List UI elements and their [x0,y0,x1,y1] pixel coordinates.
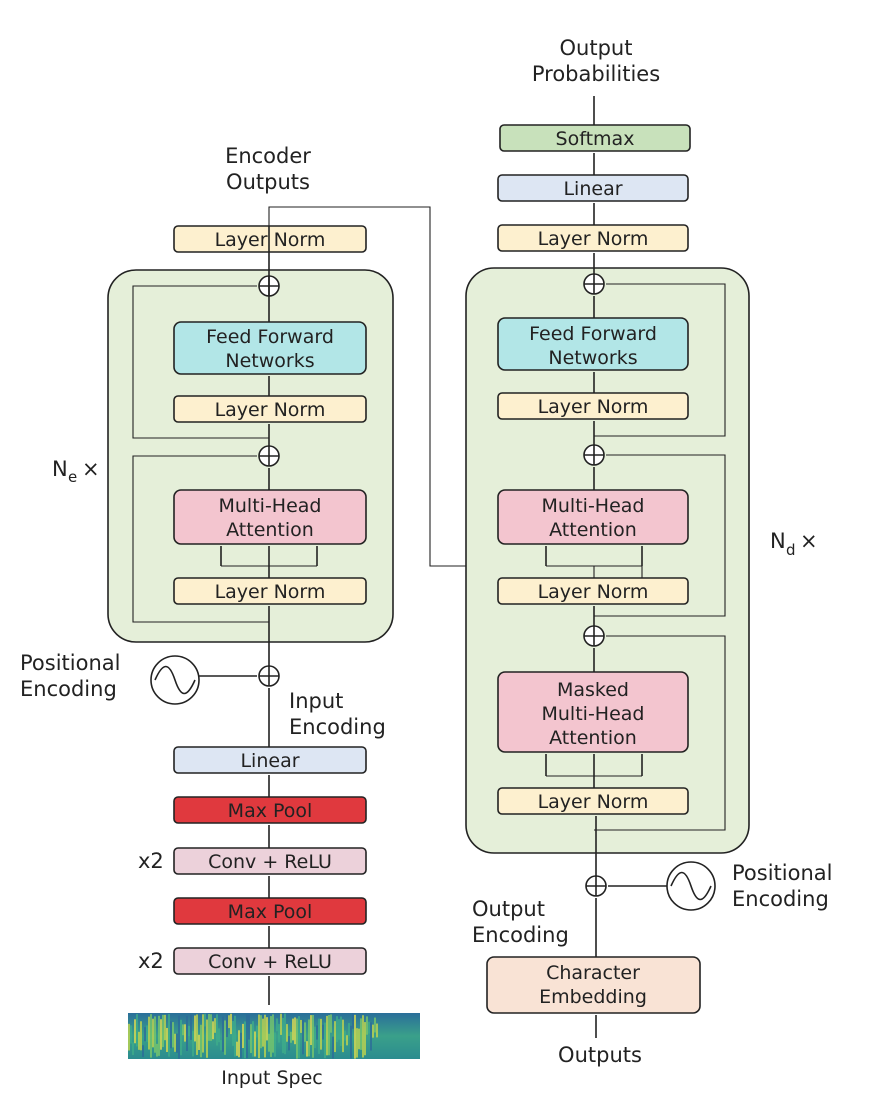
decoder-output-encoding-label-2: Encoding [472,923,569,947]
decoder-layer-norm-bottom-label: Layer Norm [538,791,649,813]
encoder-layer-norm-mid [173,395,367,423]
encoder-add-mid-icon [258,445,280,467]
decoder-attention-label-2: Attention [549,519,637,541]
encoder-positional-label-2: Encoding [20,677,117,701]
decoder-embedding-label-2: Embedding [539,986,647,1008]
encoder-linear-label: Linear [240,750,299,772]
encoder-repeat-sub: e [68,468,77,486]
decoder-add-mid-icon [583,444,605,466]
encoder-layer-norm-top [173,225,367,253]
decoder-masked-label-2: Multi-Head [542,703,645,725]
decoder-layer-norm-bottom [497,787,689,815]
decoder-feed-forward [497,317,689,371]
encoder-multi-head-attention [173,489,367,545]
decoder-output-encoding-label: Output [472,897,545,921]
encoder-conv-relu-top [173,847,367,875]
encoder-feed-forward [173,321,367,375]
decoder-layer-norm-top [497,224,689,252]
decoder-linear-label: Linear [563,178,622,200]
decoder-feed-forward-label: Feed Forward [529,323,657,345]
encoder-layer-norm-bottom [173,577,367,605]
encoder-layer-norm-top-label: Layer Norm [215,229,326,251]
decoder-linear [497,174,689,202]
decoder-mha-inputs [545,546,643,578]
decoder-positional-label-2: Encoding [732,887,829,911]
encoder-sine-wave-icon [150,655,200,705]
input-spectrogram-image [128,1013,420,1059]
encoder-attention-label-2: Attention [226,519,314,541]
decoder-repeat-label: N [770,529,786,553]
encoder-add-input-icon [258,665,280,687]
encoder-linear [173,746,367,774]
decoder-layer-norm-mha-label: Layer Norm [538,581,649,603]
encoder-feed-forward-label-2: Networks [225,350,314,372]
encoder-connections [132,226,318,623]
decoder-feed-forward-label-2: Networks [548,347,637,369]
decoder-masked-label-3: Attention [549,727,637,749]
decoder-attention-label: Multi-Head [542,495,645,517]
decoder-layer-norm-top-label: Layer Norm [538,228,649,250]
decoder-masked-attention [497,671,689,753]
encoder-attention-label: Multi-Head [219,495,322,517]
decoder-add-low-icon [583,625,605,647]
encoder-max-pool-bottom-label: Max Pool [228,901,313,923]
encoder-conv-relu-bottom [173,947,367,975]
output-probabilities-label: Output [560,36,633,60]
decoder-outputs-label: Outputs [558,1043,642,1067]
encoder-max-pool-top [173,796,367,824]
decoder-softmax-label: Softmax [556,128,635,150]
decoder-multi-head-attention [497,489,689,545]
decoder-masked-inputs [545,754,643,788]
encoder-input-encoding-label: Input [289,689,343,713]
encoder-outputs-label: Encoder [225,144,311,168]
decoder-repeat-times: × [800,529,818,553]
encoder-layer-norm-mid-label: Layer Norm [215,399,326,421]
encoder-input-encoding-label-2: Encoding [289,715,386,739]
decoder-layer-norm-ff [497,392,689,420]
decoder-residuals [594,283,726,831]
decoder-repeat-sub: d [786,541,796,559]
output-probabilities-label-2: Probabilities [532,62,660,86]
decoder-softmax [499,124,691,152]
encoder-repeat-times: × [82,457,100,481]
decoder-add-top-icon [583,273,605,295]
decoder-embedding-label: Character [546,962,640,984]
encoder-layer-norm-bottom-label: Layer Norm [215,581,326,603]
decoder-layer-norm-mha [497,577,689,605]
encoder-max-pool-top-label: Max Pool [228,800,313,822]
decoder-masked-label: Masked [557,679,629,701]
encoder-conv-relu-bottom-label: Conv + ReLU [208,951,332,973]
decoder-add-input-icon [585,875,607,897]
encoder-repeat-label: N [52,457,68,481]
decoder-layer-norm-ff-label: Layer Norm [538,396,649,418]
encoder-conv-bottom-mult: x2 [138,949,164,973]
encoder-positional-label: Positional [20,651,120,675]
encoder-outputs-label-2: Outputs [226,170,310,194]
decoder-character-embedding [486,956,701,1014]
input-spec-label: Input Spec [221,1067,323,1089]
decoder-positional-label: Positional [732,861,832,885]
encoder-feed-forward-label: Feed Forward [206,326,334,348]
encoder-conv-top-mult: x2 [138,849,164,873]
decoder-sine-wave-icon [666,861,716,911]
encoder-conv-relu-top-label: Conv + ReLU [208,851,332,873]
encoder-max-pool-bottom [173,897,367,925]
